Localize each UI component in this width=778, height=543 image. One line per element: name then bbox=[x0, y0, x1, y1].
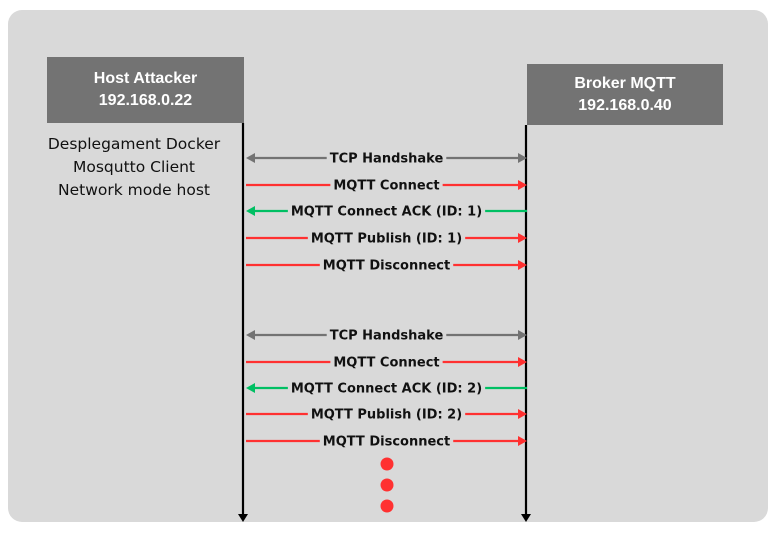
broker-mqtt-box: Broker MQTT 192.168.0.40 bbox=[527, 64, 723, 125]
message-arrow: MQTT Connect bbox=[246, 179, 527, 194]
arrow-right-icon bbox=[518, 357, 527, 367]
message-arrow: MQTT Publish (ID: 2) bbox=[246, 408, 527, 423]
message-arrow: MQTT Connect ACK (ID: 2) bbox=[246, 382, 527, 397]
host-attacker-ip: 192.168.0.22 bbox=[98, 92, 193, 109]
note-line: Desplegament Docker bbox=[47, 135, 221, 153]
message-label: MQTT Connect bbox=[333, 356, 439, 371]
message-arrow: TCP Handshake bbox=[246, 152, 527, 167]
message-label: MQTT Connect ACK (ID: 1) bbox=[291, 205, 482, 220]
message-arrow: MQTT Connect ACK (ID: 1) bbox=[246, 205, 527, 220]
message-arrow: MQTT Disconnect bbox=[246, 259, 527, 274]
arrow-right-icon bbox=[518, 153, 527, 163]
down-arrow-icon bbox=[521, 514, 531, 522]
arrow-left-icon bbox=[246, 153, 255, 163]
message-label: MQTT Disconnect bbox=[323, 259, 450, 274]
arrow-right-icon bbox=[518, 436, 527, 446]
message-label: MQTT Connect ACK (ID: 2) bbox=[291, 382, 482, 397]
arrow-left-icon bbox=[246, 206, 255, 216]
message-arrow: MQTT Disconnect bbox=[246, 435, 527, 450]
broker-mqtt-ip: 192.168.0.40 bbox=[578, 96, 672, 114]
arrow-right-icon bbox=[518, 260, 527, 270]
broker-mqtt-name: Broker MQTT bbox=[574, 74, 676, 92]
continuation-dot bbox=[380, 478, 394, 492]
message-label: MQTT Publish (ID: 2) bbox=[311, 408, 462, 423]
message-arrow: TCP Handshake bbox=[246, 329, 527, 344]
continuation-dot bbox=[380, 457, 394, 471]
note-line: Network mode host bbox=[58, 181, 210, 199]
down-arrow-icon bbox=[238, 514, 248, 522]
message-arrow: MQTT Publish (ID: 1) bbox=[246, 232, 527, 247]
host-attacker-name: Host Attacker bbox=[93, 70, 198, 87]
arrow-right-icon bbox=[518, 233, 527, 243]
arrow-left-icon bbox=[246, 383, 255, 393]
message-arrow: MQTT Connect bbox=[246, 356, 527, 371]
note-line: Mosqutto Client bbox=[72, 158, 196, 176]
arrow-right-icon bbox=[518, 180, 527, 190]
continuation-dot bbox=[380, 499, 394, 513]
host-attacker-box: Host Attacker 192.168.0.22 bbox=[47, 57, 244, 123]
message-label: MQTT Publish (ID: 1) bbox=[311, 232, 462, 247]
arrow-right-icon bbox=[518, 409, 527, 419]
message-label: TCP Handshake bbox=[330, 152, 444, 167]
arrow-right-icon bbox=[518, 330, 527, 340]
arrow-left-icon bbox=[246, 330, 255, 340]
message-label: MQTT Connect bbox=[333, 179, 439, 194]
message-label: MQTT Disconnect bbox=[323, 435, 450, 450]
message-label: TCP Handshake bbox=[330, 329, 444, 344]
attacker-deployment-note: Desplegament Docker Mosqutto Client Netw… bbox=[34, 133, 234, 202]
